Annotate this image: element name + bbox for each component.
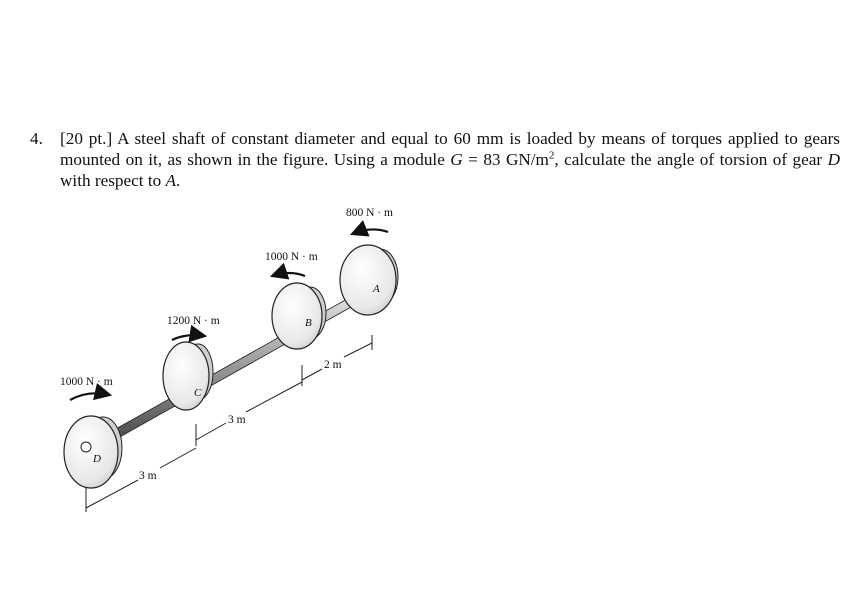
problem-number: 4. (30, 129, 43, 148)
problem-text-5: . (175, 171, 181, 190)
gear-d (63, 383, 123, 489)
torque-label-d: 1000 N · m (60, 376, 113, 388)
gear-a-ref: A (165, 171, 176, 190)
gear-label-c: C (194, 387, 202, 399)
problem-statement: 4. [20 pt.] A steel shaft of constant di… (30, 128, 840, 191)
length-label-ab: 2 m (324, 359, 342, 371)
gear-label-d: D (92, 453, 101, 465)
torque-arrow-d-icon (69, 383, 113, 401)
length-label-cd: 3 m (139, 470, 157, 482)
torque-label-a: 800 N · m (346, 207, 393, 219)
gear-d-ref: D (827, 150, 840, 169)
problem-text-1: A steel shaft of constant diameter and e… (60, 129, 840, 169)
problem-body: [20 pt.] A steel shaft of constant diame… (60, 128, 840, 191)
modulus-symbol: G (450, 150, 463, 169)
length-label-bc: 3 m (228, 414, 246, 426)
unit-exponent: 2 (548, 149, 555, 162)
torque-label-b: 1000 N · m (265, 251, 318, 263)
dimension-lines (85, 335, 373, 512)
gear-a (339, 220, 399, 316)
problem-text-3: , calculate the angle of torsion of gear (554, 150, 828, 169)
gear-label-a: A (372, 283, 380, 295)
shaft (81, 275, 393, 457)
gear-b (269, 262, 327, 350)
torque-arrow-c-icon (171, 324, 208, 343)
torque-arrow-a-icon (349, 220, 389, 237)
gear-c (162, 324, 214, 411)
torque-arrow-b-icon (269, 262, 306, 280)
gear-label-b: B (305, 317, 312, 329)
problem-points: [20 pt.] (60, 129, 113, 148)
problem-text-4: with respect to (60, 171, 166, 190)
problem-text-2: = 83 GN/m (462, 150, 549, 169)
torque-label-c: 1200 N · m (167, 315, 220, 327)
